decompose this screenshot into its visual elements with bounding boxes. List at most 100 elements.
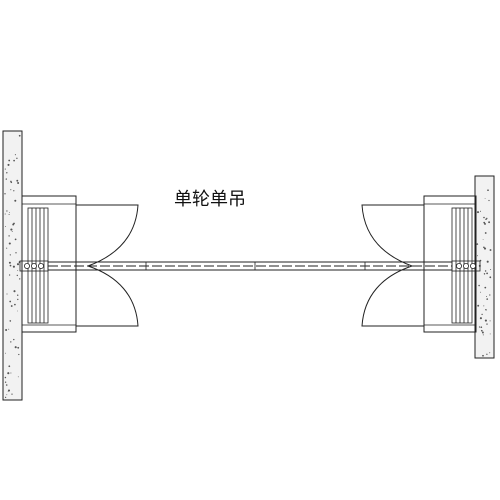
wall-speck	[14, 238, 17, 241]
wall-speck	[4, 396, 7, 399]
wall-speck	[16, 263, 20, 266]
wall-speck	[483, 246, 485, 249]
wall-speck	[489, 249, 492, 251]
wall-speck	[476, 243, 479, 245]
wall-speck	[489, 294, 491, 296]
wall-speck	[8, 242, 11, 245]
wall-speck	[8, 261, 11, 264]
wall-speck	[476, 211, 480, 214]
wall-speck	[10, 228, 13, 231]
wall-speck	[4, 193, 6, 195]
wall-speck	[482, 354, 484, 357]
wall-speck	[484, 286, 487, 289]
wall-speck	[10, 189, 12, 191]
wall-speck	[486, 323, 488, 325]
wall-speck	[11, 393, 13, 395]
wall-speck	[482, 334, 484, 336]
left-wall	[2, 130, 23, 401]
wall-speck	[477, 304, 480, 307]
wall-speck	[17, 346, 20, 349]
wall-speck	[489, 352, 491, 354]
wall-speck	[9, 212, 10, 213]
wall-speck	[483, 216, 485, 219]
wall-speck	[16, 157, 18, 160]
wall-speck	[479, 210, 482, 212]
wall-speck	[481, 313, 483, 316]
wall-speck	[5, 329, 8, 331]
wall-speck	[4, 381, 7, 383]
wall-speck	[481, 331, 484, 334]
wall-speck	[482, 239, 484, 241]
wall-speck	[485, 218, 487, 220]
wall-speck	[489, 276, 492, 279]
wall-speck	[480, 329, 483, 332]
wall-speck	[478, 284, 480, 287]
wall-speck	[7, 389, 11, 392]
wall-speck	[483, 305, 485, 307]
wall-speck	[7, 163, 10, 166]
wall-speck	[16, 179, 19, 182]
wall-speck	[9, 300, 12, 303]
wall-speck	[484, 232, 487, 234]
right-wall	[474, 175, 495, 359]
wall-speck	[10, 341, 12, 343]
wall-speck	[6, 394, 8, 396]
wall-speck	[14, 199, 17, 202]
wall-speck	[13, 290, 16, 293]
wall-speck	[13, 159, 15, 162]
wall-speck	[14, 346, 17, 349]
wall-speck	[486, 298, 489, 300]
wall-speck	[9, 320, 12, 322]
wall-speck	[17, 298, 19, 301]
wall-speck	[479, 317, 482, 320]
left-wall-texture	[4, 134, 21, 399]
wall-speck	[12, 223, 15, 226]
wall-speck	[12, 265, 15, 268]
wall-speck	[19, 278, 21, 280]
wall-speck	[8, 328, 10, 330]
wall-speck	[4, 376, 7, 379]
left-mount-bracket	[21, 195, 77, 333]
wall-speck	[483, 247, 487, 250]
wall-speck	[6, 210, 8, 212]
wall-speck	[8, 235, 10, 237]
wall-speck	[8, 213, 10, 216]
wall-speck	[14, 154, 16, 156]
wall-speck	[6, 172, 8, 174]
wall-speck	[16, 294, 19, 296]
wall-speck	[13, 338, 15, 341]
wall-speck	[15, 252, 17, 254]
wall-speck	[484, 198, 486, 199]
wall-speck	[486, 260, 489, 263]
wall-speck	[18, 353, 20, 356]
wall-speck	[17, 376, 19, 378]
wall-speck	[484, 319, 487, 322]
diagram-title: 单轮单吊	[174, 189, 246, 210]
wall-speck	[489, 320, 491, 322]
wall-speck	[10, 372, 12, 374]
wall-speck	[487, 189, 489, 192]
wall-speck	[486, 353, 488, 355]
wall-speck	[5, 226, 6, 228]
wall-speck	[7, 372, 10, 375]
wall-speck	[4, 168, 6, 170]
wall-speck	[478, 326, 481, 328]
wall-speck	[483, 273, 486, 275]
wall-speck	[488, 221, 491, 224]
wall-speck	[6, 247, 8, 249]
wall-speck	[490, 269, 492, 270]
wall-speck	[480, 326, 483, 329]
wall-speck	[488, 199, 490, 202]
wall-speck	[16, 274, 18, 277]
wall-speck	[486, 296, 488, 297]
wall-speck	[5, 178, 7, 180]
wall-speck	[8, 365, 11, 368]
wall-speck	[13, 190, 15, 192]
wall-speck	[11, 231, 13, 232]
wall-speck	[477, 255, 478, 257]
wall-speck	[4, 213, 6, 215]
central-shaft	[48, 261, 452, 271]
wall-speck	[17, 182, 20, 184]
wall-speck	[18, 134, 21, 137]
wall-speck	[485, 309, 487, 311]
